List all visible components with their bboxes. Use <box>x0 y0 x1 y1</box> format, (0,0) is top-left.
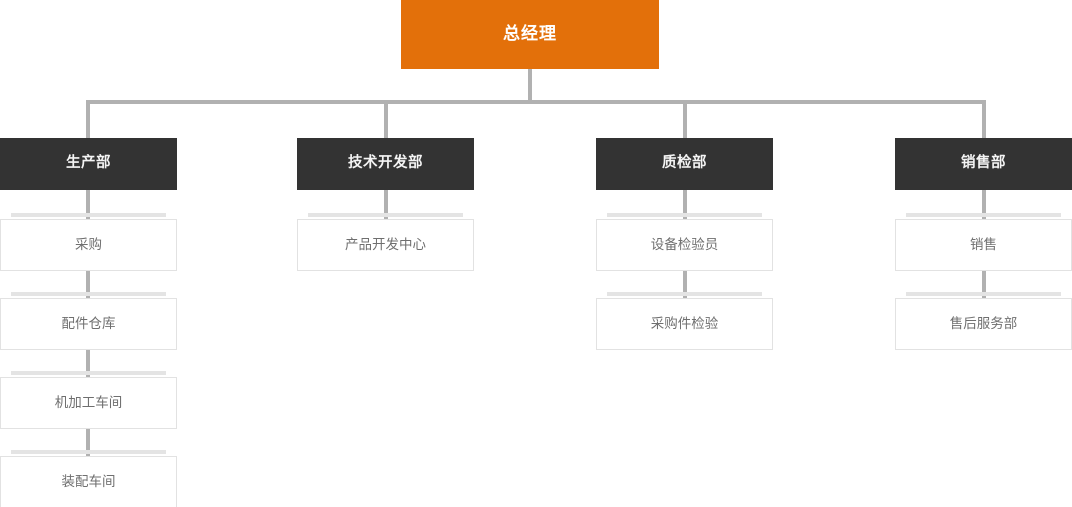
node-department-4[interactable]: 销售部 <box>895 138 1072 190</box>
node-department-3[interactable]: 质检部 <box>596 138 773 190</box>
node-label: 技术开发部 <box>348 155 423 172</box>
node-label: 生产部 <box>66 155 111 172</box>
node-department-3-child-2[interactable]: 采购件检验 <box>596 292 773 350</box>
node-label: 质检部 <box>662 155 707 172</box>
connector-bus-to-dept-4 <box>982 100 986 138</box>
connector-dept-3-child-1-to-child-2 <box>683 271 687 298</box>
connector-bus-to-dept-2 <box>384 100 388 138</box>
node-label: 销售 <box>970 236 997 252</box>
node-label: 机加工车间 <box>54 394 123 410</box>
node-label: 配件仓库 <box>61 315 116 331</box>
node-department-1-child-4[interactable]: 装配车间 <box>0 450 177 507</box>
node-general-manager[interactable]: 总经理 <box>401 0 659 69</box>
node-department-1-child-1[interactable]: 采购 <box>0 213 177 271</box>
node-label: 采购 <box>75 236 102 252</box>
connector-dept-2-to-child-1 <box>384 190 388 219</box>
node-label: 产品开发中心 <box>345 236 426 252</box>
node-department-1-child-2[interactable]: 配件仓库 <box>0 292 177 350</box>
connector-dept-1-to-child-1 <box>86 190 90 219</box>
node-department-1-child-3[interactable]: 机加工车间 <box>0 371 177 429</box>
node-label: 总经理 <box>503 24 557 44</box>
connector-root-stem <box>528 69 532 104</box>
node-department-3-child-1[interactable]: 设备检验员 <box>596 213 773 271</box>
node-department-1[interactable]: 生产部 <box>0 138 177 190</box>
node-department-2[interactable]: 技术开发部 <box>297 138 474 190</box>
node-label: 采购件检验 <box>650 315 719 331</box>
node-department-4-child-2[interactable]: 售后服务部 <box>895 292 1072 350</box>
connector-dept-1-child-2-to-child-3 <box>86 350 90 377</box>
connector-horizontal-bus <box>86 100 986 104</box>
node-label: 装配车间 <box>61 473 116 489</box>
connector-dept-3-to-child-1 <box>683 190 687 219</box>
connector-bus-to-dept-3 <box>683 100 687 138</box>
node-department-2-child-1[interactable]: 产品开发中心 <box>297 213 474 271</box>
connector-dept-1-child-3-to-child-4 <box>86 429 90 456</box>
node-department-4-child-1[interactable]: 销售 <box>895 213 1072 271</box>
connector-dept-1-child-1-to-child-2 <box>86 271 90 298</box>
connector-dept-4-child-1-to-child-2 <box>982 271 986 298</box>
connector-dept-4-to-child-1 <box>982 190 986 219</box>
node-label: 设备检验员 <box>650 236 719 252</box>
node-label: 销售部 <box>961 155 1006 172</box>
node-label: 售后服务部 <box>949 315 1018 331</box>
connector-bus-to-dept-1 <box>86 100 90 138</box>
